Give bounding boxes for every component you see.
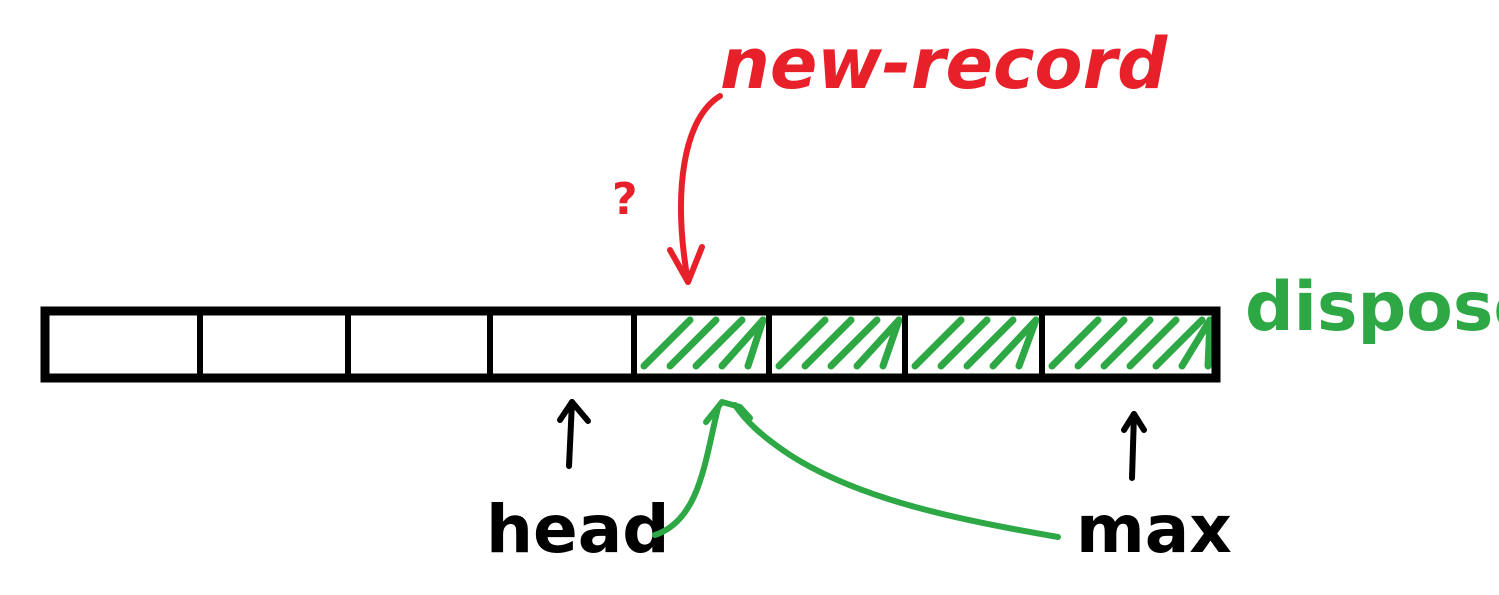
hatch-stroke: [801, 316, 855, 370]
hatch-stroke: [1204, 316, 1214, 370]
hatch-stroke: [879, 316, 903, 370]
max-label: max: [1076, 491, 1232, 568]
hatch-stroke: [937, 316, 991, 370]
array-buffer: [40, 306, 1221, 383]
hatch-stroke: [718, 316, 767, 370]
hatch-stroke: [666, 316, 720, 370]
hatch-stroke: [827, 316, 881, 370]
dispose-hatching: [640, 316, 1214, 370]
hatch-stroke: [989, 316, 1040, 370]
hatch-stroke: [640, 316, 694, 370]
hatch-stroke: [963, 316, 1017, 370]
hatch-stroke: [744, 316, 767, 370]
dispose-label: dispose: [1245, 268, 1499, 347]
new-record-arrow: [678, 93, 723, 285]
hatch-stroke: [911, 316, 965, 370]
head-arrowhead: [557, 399, 591, 424]
max-to-dispose-arrow: [732, 402, 1061, 540]
hatch-stroke: [1152, 316, 1206, 370]
head-arrow: [566, 399, 575, 469]
question-mark: ?: [612, 174, 638, 225]
head-to-dispose-arrow: [652, 405, 721, 538]
new-record-label: new-record: [720, 23, 1168, 105]
hatch-stroke: [692, 316, 746, 370]
hatch-stroke: [775, 316, 829, 370]
hatch-stroke: [1126, 316, 1180, 370]
max-arrow: [1129, 411, 1137, 481]
dispose-arrowhead: [703, 399, 753, 425]
max-arrowhead: [1121, 411, 1147, 433]
hatch-stroke: [1100, 316, 1154, 370]
hatch-stroke: [1048, 316, 1102, 370]
hatch-stroke: [1074, 316, 1128, 370]
hatch-stroke: [853, 316, 903, 370]
new-record-arrowhead: [667, 244, 705, 285]
array-outline: [40, 306, 1221, 383]
hatch-stroke: [1015, 316, 1040, 370]
hatch-stroke: [1178, 316, 1214, 370]
head-label: head: [486, 491, 670, 568]
